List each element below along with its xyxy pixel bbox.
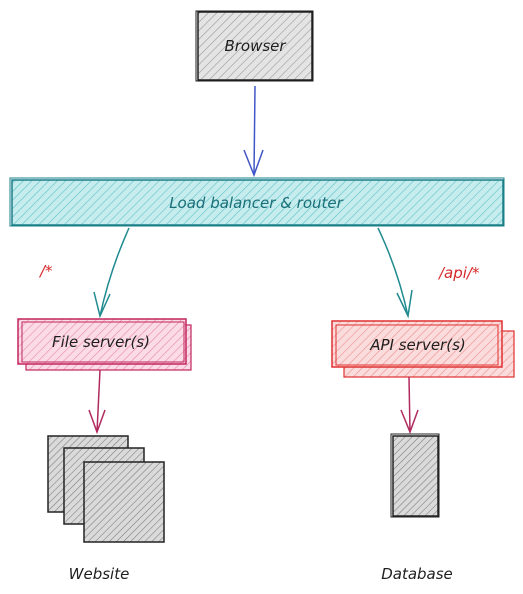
api-server-label: API server(s) <box>369 336 466 354</box>
browser-label: Browser <box>224 37 286 55</box>
database-label: Database <box>381 565 453 583</box>
balancer-to-api-server-arrow <box>377 227 413 319</box>
database-icon <box>390 433 440 518</box>
api-server-node[interactable]: API server(s) <box>331 320 515 378</box>
website-label: Website <box>69 565 130 583</box>
api-route-label: /api/* <box>437 264 480 282</box>
api-server-to-database-arrow <box>400 376 419 435</box>
load-balancer-label: Load balancer & router <box>169 194 343 212</box>
file-route-label: /* <box>38 262 53 280</box>
browser-to-balancer-arrow <box>243 85 264 178</box>
file-server-node[interactable]: File server(s) <box>17 318 192 371</box>
website-stack-icon <box>47 435 165 543</box>
load-balancer-node[interactable]: Load balancer & router <box>9 177 505 227</box>
file-server-label: File server(s) <box>52 333 150 351</box>
file-server-to-website-arrow <box>88 369 106 435</box>
balancer-to-file-server-arrow <box>93 227 130 319</box>
browser-node[interactable]: Browser <box>195 10 314 82</box>
